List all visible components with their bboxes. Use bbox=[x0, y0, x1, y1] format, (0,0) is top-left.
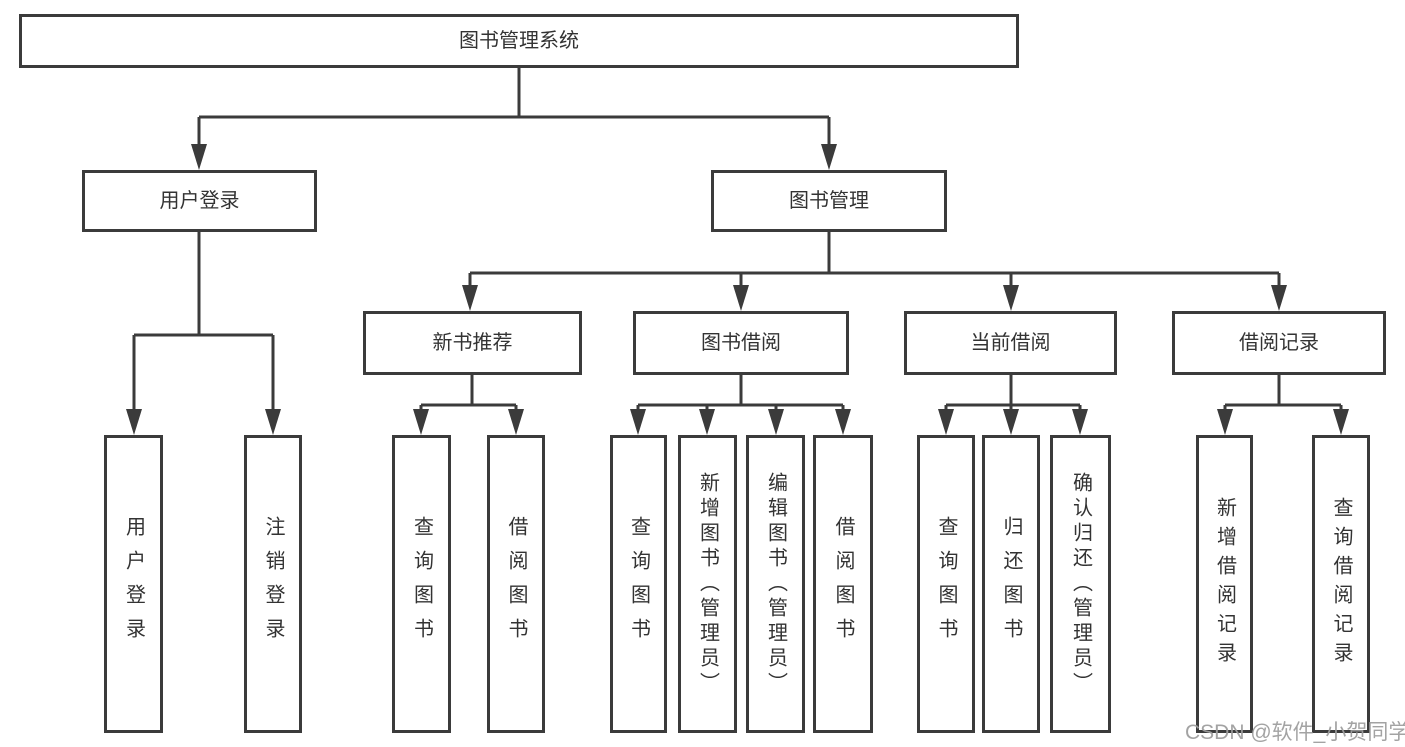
node-leaf-logout: 注销登录 bbox=[244, 435, 302, 733]
node-leaf-user-login-label: 用户登录 bbox=[122, 516, 145, 652]
node-leaf-borrow-books: 借阅图书 bbox=[813, 435, 873, 733]
node-leaf-add-books-admin-label: 新增图书（管理员） bbox=[696, 471, 719, 697]
node-book-borrow-label: 图书借阅 bbox=[701, 332, 781, 354]
node-leaf-query-books-borrow-label: 查询图书 bbox=[627, 516, 650, 652]
node-leaf-borrow-books-recommend-label: 借阅图书 bbox=[505, 516, 527, 652]
node-leaf-query-books-current: 查询图书 bbox=[917, 435, 975, 733]
csdn-watermark: CSDN @软件_小贺同学 bbox=[1185, 721, 1405, 744]
node-leaf-query-borrow-record-label: 查询借阅记录 bbox=[1330, 497, 1352, 671]
node-book-management-label: 图书管理 bbox=[789, 190, 869, 212]
node-leaf-add-borrow-record-label: 新增借阅记录 bbox=[1213, 497, 1236, 671]
node-leaf-edit-books-admin: 编辑图书（管理员） bbox=[746, 435, 805, 733]
node-new-book-recommend: 新书推荐 bbox=[363, 311, 582, 375]
node-leaf-query-books-recommend: 查询图书 bbox=[392, 435, 451, 733]
node-leaf-add-borrow-record: 新增借阅记录 bbox=[1196, 435, 1253, 733]
node-root-label: 图书管理系统 bbox=[459, 30, 579, 52]
node-leaf-confirm-return-admin-label: 确认归还（管理员） bbox=[1069, 471, 1092, 697]
node-leaf-confirm-return-admin: 确认归还（管理员） bbox=[1050, 435, 1111, 733]
node-leaf-user-login: 用户登录 bbox=[104, 435, 163, 733]
node-borrow-records-label: 借阅记录 bbox=[1239, 332, 1319, 354]
node-leaf-query-books-borrow: 查询图书 bbox=[610, 435, 667, 733]
node-leaf-return-books-label: 归还图书 bbox=[1000, 516, 1022, 652]
node-leaf-query-borrow-record: 查询借阅记录 bbox=[1312, 435, 1370, 733]
arrowheads bbox=[126, 144, 1349, 435]
node-current-borrow-label: 当前借阅 bbox=[970, 332, 1051, 354]
node-new-book-recommend-label: 新书推荐 bbox=[432, 332, 513, 354]
node-user-login-label: 用户登录 bbox=[159, 190, 240, 212]
node-leaf-query-books-recommend-label: 查询图书 bbox=[410, 516, 433, 652]
node-borrow-records: 借阅记录 bbox=[1172, 311, 1386, 375]
node-root: 图书管理系统 bbox=[19, 14, 1019, 68]
node-leaf-borrow-books-recommend: 借阅图书 bbox=[487, 435, 545, 733]
node-leaf-query-books-current-label: 查询图书 bbox=[935, 516, 957, 652]
node-leaf-return-books: 归还图书 bbox=[982, 435, 1040, 733]
node-user-login: 用户登录 bbox=[82, 170, 317, 232]
node-current-borrow: 当前借阅 bbox=[904, 311, 1117, 375]
node-leaf-logout-label: 注销登录 bbox=[262, 516, 284, 652]
node-leaf-add-books-admin: 新增图书（管理员） bbox=[678, 435, 737, 733]
node-book-management: 图书管理 bbox=[711, 170, 947, 232]
node-leaf-edit-books-admin-label: 编辑图书（管理员） bbox=[764, 471, 787, 697]
node-book-borrow: 图书借阅 bbox=[633, 311, 849, 375]
node-leaf-borrow-books-label: 借阅图书 bbox=[832, 516, 854, 652]
